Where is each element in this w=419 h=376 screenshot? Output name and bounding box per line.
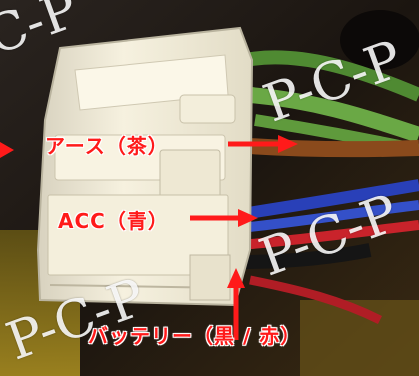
white-connector <box>36 26 254 307</box>
acc-label: ACC（青） <box>58 209 169 233</box>
battery-arrow-head-icon <box>227 268 245 288</box>
annotation-arrows <box>0 135 298 340</box>
earth-arrow-head-icon <box>278 135 298 153</box>
blue-wire <box>234 179 419 221</box>
red-wire-lower <box>249 275 383 325</box>
red-wire <box>239 220 419 250</box>
earth-label: アース（茶） <box>45 134 169 158</box>
black-wire <box>239 243 372 269</box>
acc-arrow-head-icon <box>238 209 258 227</box>
green-wire-top <box>243 50 419 102</box>
left-edge-arrow-icon <box>0 142 14 158</box>
green-wire <box>249 87 419 143</box>
battery-label: バッテリー（黒 / 赤） <box>88 324 302 348</box>
dark-spot <box>340 10 419 70</box>
blue-wire-2 <box>239 200 419 233</box>
brown-wire <box>234 137 419 158</box>
wire-bundle <box>234 50 419 325</box>
